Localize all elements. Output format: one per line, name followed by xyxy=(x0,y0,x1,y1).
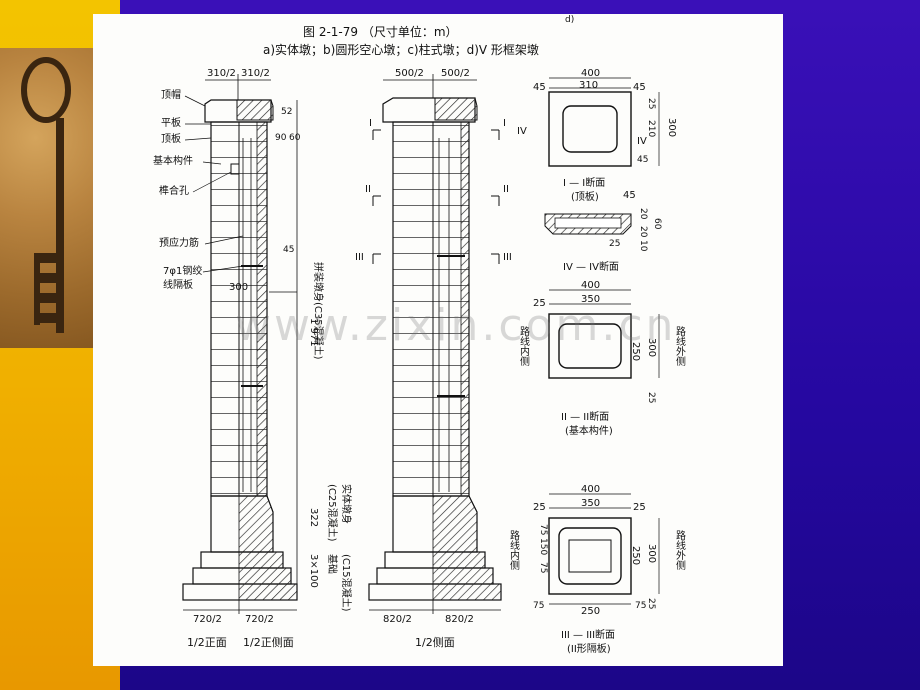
sec3-dim-75-left: 75 xyxy=(533,601,544,611)
front-dim-300: 300 xyxy=(229,282,248,293)
front-solid-label: 实体墩身 xyxy=(340,484,353,524)
figure-subtitle: a)实体墩；b)圆形空心墩；c)柱式墩；d)V 形框架墩 xyxy=(263,42,539,57)
callout-slab: 平板 xyxy=(161,116,181,129)
sec1-mark-IV-right: IV xyxy=(637,136,647,147)
side-bottom-dim-1: 820/2 xyxy=(383,614,412,625)
callout-prestress-tendon: 预应力筋 xyxy=(159,236,199,249)
sec2-dim-250: 250 xyxy=(630,342,641,361)
sec2-right-label: 路线外侧 xyxy=(674,325,686,367)
front-solid-label-2: (C25混凝土) xyxy=(326,484,339,542)
figure-title: 图 2-1-79 （尺寸单位：m） xyxy=(303,24,458,39)
corner-mark: d) xyxy=(565,15,574,25)
sec1-dim-300: 300 xyxy=(666,118,677,137)
sec3-dim-25-right: 25 xyxy=(633,502,646,513)
sec3-dim-350: 350 xyxy=(581,498,600,509)
cut-mark-III-left: III xyxy=(355,252,364,263)
caption-front-half: 1/2正面 xyxy=(187,636,227,649)
front-view: 310/2 310/2 720/2 720/2 52 90 60 45 300 … xyxy=(153,68,353,649)
sec1-mark-IV-left: IV xyxy=(517,126,527,137)
side-view: 500/2 500/2 820/2 820/2 I I II II III II… xyxy=(355,68,512,649)
sec3-dim-75-b: 75 xyxy=(538,562,548,573)
front-shaft-label: 拼装墩身(C35混凝土) xyxy=(312,262,325,360)
sec2-sub: (基本构件) xyxy=(565,424,613,437)
front-footing-label: 基础 xyxy=(326,554,339,574)
sec4-caption: IV — IV断面 xyxy=(563,260,619,273)
sec1-sub: (顶板) xyxy=(571,190,599,203)
sec3-dim-25-bottom: 25 xyxy=(646,598,656,609)
sec3-dim-75-a: 75 xyxy=(538,524,548,535)
front-solid-dim: 322 xyxy=(308,508,319,527)
sec3-dim-75-right: 75 xyxy=(635,601,646,611)
callout-tenon-hole: 榫合孔 xyxy=(159,184,189,197)
sec1-dim-45-right: 45 xyxy=(633,82,646,93)
sec3-dim-250-vert: 250 xyxy=(630,546,641,565)
sec3-dim-300: 300 xyxy=(646,544,657,563)
sec4-dim-60: 60 xyxy=(652,218,662,230)
section-II: 400 350 25 250 300 25 路线内侧 路线外侧 II — II断… xyxy=(518,280,686,437)
key-icon xyxy=(21,57,71,333)
side-bottom-dim-2: 820/2 xyxy=(445,614,474,625)
sec3-sub: (II形隔板) xyxy=(567,642,611,655)
sec4-dim-45: 45 xyxy=(623,190,636,201)
sec3-left-label: 路线内侧 xyxy=(508,529,520,571)
sec2-dim-25-bottom: 25 xyxy=(646,392,656,403)
callout-top-plate: 顶板 xyxy=(161,132,181,145)
caption-front-side-half: 1/2正侧面 xyxy=(243,636,294,649)
side-top-dim-1: 500/2 xyxy=(395,68,424,79)
sec3-caption: III — III断面 xyxy=(561,628,615,641)
sec4-dim-10: 10 xyxy=(638,240,648,252)
callout-diaphragm: 线隔板 xyxy=(163,278,193,291)
front-right-dim-60: 60 xyxy=(289,133,301,143)
sec4-dim-20a: 20 xyxy=(638,208,648,220)
sec1-dim-210: 210 xyxy=(646,120,656,137)
sec2-dim-400: 400 xyxy=(581,280,600,291)
sec1-dim-25: 25 xyxy=(646,98,656,109)
callout-strand: 7φ1钢绞 xyxy=(163,264,202,277)
sec3-dim-150: 150 xyxy=(538,538,548,555)
sec2-dim-350: 350 xyxy=(581,294,600,305)
section-IV: 45 20 20 25 10 60 IV — IV断面 xyxy=(544,190,662,273)
sec3-dim-250-horiz: 250 xyxy=(581,606,600,617)
sec4-dim-25: 25 xyxy=(609,239,620,249)
section-III: 400 350 25 25 250 300 75 150 75 250 75 7… xyxy=(508,484,686,655)
sec3-dim-25-left: 25 xyxy=(533,502,546,513)
front-top-dim-1: 310/2 xyxy=(207,68,236,79)
sec2-left-label: 路线内侧 xyxy=(518,325,530,367)
drawing-sheet: 图 2-1-79 （尺寸单位：m） a)实体墩；b)圆形空心墩；c)柱式墩；d)… xyxy=(93,14,783,666)
sec1-dim-310: 310 xyxy=(579,80,598,91)
sec1-caption: I — I断面 xyxy=(563,176,605,189)
cut-mark-II-left: II xyxy=(365,184,371,195)
cut-mark-III-right: III xyxy=(503,252,512,263)
sec3-right-label: 路线外侧 xyxy=(674,529,686,571)
front-right-dim-45: 45 xyxy=(283,245,294,255)
sec2-caption: II — II断面 xyxy=(561,410,609,423)
sec2-dim-300: 300 xyxy=(646,338,657,357)
front-bottom-dim-2: 720/2 xyxy=(245,614,274,625)
caption-side-half: 1/2侧面 xyxy=(415,636,455,649)
cut-mark-I-left: I xyxy=(369,118,372,129)
sec1-dim-45-bottom: 45 xyxy=(637,155,648,165)
sec3-dim-400: 400 xyxy=(581,484,600,495)
front-top-dim-2: 310/2 xyxy=(241,68,270,79)
front-right-dim-52: 52 xyxy=(281,107,292,117)
front-footing-dim: 3×100 xyxy=(308,554,319,588)
front-bottom-dim-1: 720/2 xyxy=(193,614,222,625)
callout-basic-member: 基本构件 xyxy=(153,154,193,167)
callout-cap: 顶帽 xyxy=(161,88,181,101)
sec1-dim-45-left: 45 xyxy=(533,82,546,93)
side-top-dim-2: 500/2 xyxy=(441,68,470,79)
front-height-dim: 1 971 xyxy=(308,318,319,347)
sec1-dim-400: 400 xyxy=(581,68,600,79)
front-footing-label-2: (C15混凝土) xyxy=(340,554,353,612)
section-I: 400 45 310 45 25 210 300 45 IV IV I — I断… xyxy=(517,68,677,203)
cut-mark-I-right: I xyxy=(503,118,506,129)
front-right-dim-90: 90 xyxy=(275,133,287,143)
sec2-dim-25-top: 25 xyxy=(533,298,546,309)
sec4-dim-20b: 20 xyxy=(638,226,648,238)
cut-mark-II-right: II xyxy=(503,184,509,195)
pier-drawing: 图 2-1-79 （尺寸单位：m） a)实体墩；b)圆形空心墩；c)柱式墩；d)… xyxy=(153,15,686,655)
